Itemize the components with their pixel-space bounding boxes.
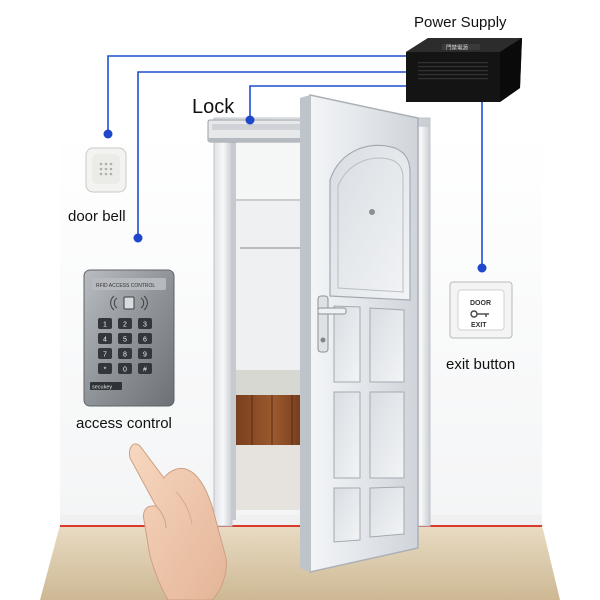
- key-icon: [470, 310, 489, 318]
- lock-icon: [207, 119, 307, 143]
- keypad-keys: 1 2 3 4 5 6 7 8 9 * 0 #: [98, 318, 152, 374]
- exit-button-icon: DOOR EXIT: [449, 281, 513, 339]
- keypad-key-label: 5: [123, 337, 127, 344]
- keypad-key: [138, 363, 152, 374]
- keypad-key: [118, 363, 132, 374]
- label-access-control: access control: [76, 415, 172, 432]
- label-door-bell: door bell: [68, 208, 126, 225]
- lock-wire-dot: [245, 115, 255, 125]
- keypad-key-label: 1: [103, 322, 107, 329]
- exit-button-text-top: DOOR: [470, 300, 491, 307]
- keypad-key-label: *: [104, 367, 107, 374]
- keypad-key-label: 9: [143, 352, 147, 359]
- wires: [107, 55, 483, 268]
- wire-doorbell: [107, 55, 410, 134]
- keypad-key: [98, 318, 112, 329]
- room-interior: [232, 140, 312, 510]
- keypad-key: [118, 333, 132, 344]
- keypad-badge: secukey: [92, 385, 112, 391]
- power-supply-box-text: 門禁電源: [446, 44, 469, 52]
- keypad-key-label: #: [143, 367, 147, 374]
- keypad-key-label: 0: [123, 367, 127, 374]
- keypad-key: [98, 333, 112, 344]
- exit-button-text-bottom: EXIT: [471, 322, 487, 329]
- door-bell-icon: [85, 147, 127, 193]
- keypad-key: [98, 348, 112, 359]
- keypad-key: [138, 333, 152, 344]
- exit-button-wire-dot: [477, 263, 487, 273]
- keypad-key-label: 8: [123, 352, 127, 359]
- keypad-key-label: 7: [103, 352, 107, 359]
- keypad-brand: RFID ACCESS CONTROL: [96, 283, 155, 289]
- label-lock: Lock: [192, 96, 235, 118]
- power-supply-icon: 門禁電源: [406, 38, 522, 102]
- keypad-icon: RFID ACCESS CONTROL 1 2 3 4 5 6 7 8 9 * 0 # secukey: [83, 269, 175, 407]
- keypad-key-label: 2: [123, 322, 127, 329]
- keypad-key-label: 6: [143, 337, 147, 344]
- wire-access-control: [137, 71, 410, 238]
- label-power-supply: Power Supply: [414, 14, 507, 31]
- doorbell-wire-dot: [103, 129, 113, 139]
- keypad-key-label: 4: [103, 337, 107, 344]
- label-exit-button: exit button: [446, 356, 516, 373]
- keypad-key: [98, 363, 112, 374]
- keypad-key: [138, 318, 152, 329]
- keypad-key-label: 3: [143, 322, 147, 329]
- keypad-key: [118, 348, 132, 359]
- keypad-key: [138, 348, 152, 359]
- hand-icon: [129, 443, 227, 600]
- rfid-icon: [110, 295, 148, 311]
- door: [300, 94, 419, 573]
- wire-lock: [249, 85, 410, 118]
- keypad-key: [118, 318, 132, 329]
- wire-endpoints: [103, 115, 487, 273]
- access-control-wire-dot: [133, 233, 143, 243]
